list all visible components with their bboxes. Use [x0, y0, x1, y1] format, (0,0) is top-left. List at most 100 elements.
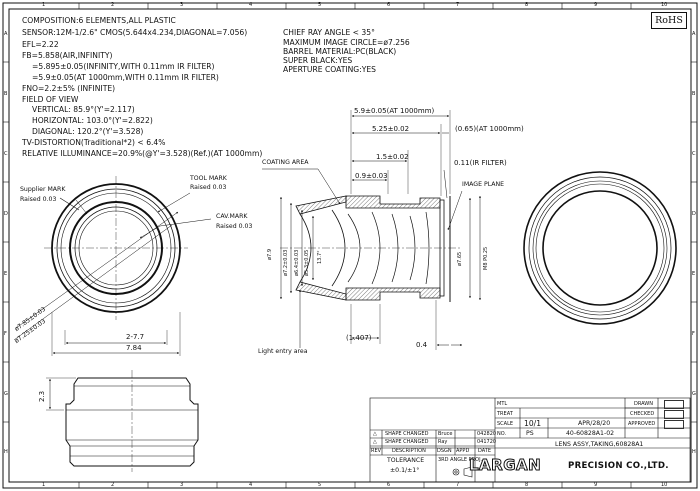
- section-view: [262, 110, 481, 350]
- thread-spec: M8 P0.25: [483, 246, 489, 270]
- rear-view: [523, 171, 677, 325]
- grid-col-9-bottom: 9: [594, 482, 598, 488]
- no-label: NO.: [497, 431, 507, 437]
- treat-label: TREAT: [497, 411, 513, 417]
- grid-row-f-right: F: [692, 331, 695, 337]
- spec-composition: COMPOSITION:6 ELEMENTS,ALL PLASTIC: [22, 16, 176, 25]
- ir-filter-label: 0.11(IR FILTER): [454, 159, 507, 167]
- dia-7-65: ø7.65: [457, 251, 463, 266]
- inner-frame: [8, 8, 692, 483]
- scale-label: SCALE: [497, 421, 514, 427]
- dim-1-407: (1.407): [346, 334, 372, 342]
- mtl-label: MTL: [497, 401, 508, 407]
- drawing-title: LENS ASSY,TAKING,60828A1: [555, 441, 644, 448]
- rev-date-2: 041720: [477, 439, 497, 445]
- approved-stamp: [664, 420, 684, 429]
- side-view: [46, 370, 199, 472]
- rev-dsgn-1: Bruce: [438, 431, 453, 437]
- spec-barrel-material: BARREL MATERIAL:PC(BLACK): [283, 47, 397, 56]
- spec-fov-diagonal: DIAGONAL: 120.2°(Y'=3.528): [32, 127, 144, 136]
- barrel-length-dimension: 5.25±0.02: [372, 125, 410, 133]
- supplier-mark-label: Supplier MARK: [20, 186, 66, 193]
- approved-label: APPROVED: [628, 421, 656, 427]
- rev-header-description: DESCRIPTION: [392, 448, 426, 454]
- supplier-mark-raised: Raised 0.03: [20, 196, 57, 203]
- spec-distortion: TV-DISTORTION(Traditional*2) < 6.4%: [22, 138, 166, 147]
- drawn-label: DRAWN: [634, 401, 653, 407]
- grid-col-4: 4: [249, 2, 253, 8]
- grid-col-6-bottom: 6: [387, 482, 391, 488]
- width-outer-dimension: 7.84: [126, 344, 142, 352]
- grid-row-e-right: E: [692, 271, 696, 277]
- grid-col-8: 8: [525, 2, 529, 8]
- spec-fov-vertical: VERTICAL: 85.9°(Y'=2.117): [32, 105, 135, 114]
- rohs-badge: RoHS: [651, 12, 687, 29]
- grid-row-e: E: [4, 271, 8, 277]
- dia-7-2: ø7.2±0.03: [283, 249, 289, 276]
- date-value: APR/28/20: [578, 420, 611, 427]
- rev-dsgn-2: Ray: [438, 439, 448, 445]
- spec-fov-horizontal: HORIZONTAL: 103.0°(Y'=2.822): [32, 116, 153, 125]
- spec-chief-ray: CHIEF RAY ANGLE < 35°: [283, 28, 375, 37]
- spec-efl: EFL=2.22: [22, 40, 59, 49]
- grid-col-1: 1: [42, 2, 46, 8]
- grid-row-b: B: [4, 91, 8, 97]
- grid-row-g: G: [4, 391, 8, 397]
- rev-header-dsgn: DSGN: [437, 448, 452, 454]
- grid-col-3: 3: [180, 2, 184, 8]
- grid-row-h-right: H: [692, 449, 696, 455]
- grid-col-7: 7: [456, 2, 460, 8]
- grid-col-10-bottom: 10: [661, 482, 668, 488]
- spec-image-circle: MAXIMUM IMAGE CIRCLE=ø7.256: [283, 38, 410, 47]
- rev-header-appd: APPD: [456, 448, 470, 454]
- grid-col-1-bottom: 1: [42, 482, 46, 488]
- rev-header-date: DATE: [478, 448, 492, 454]
- dia-5-3: ø5.3±0.05: [304, 249, 310, 276]
- coating-area-label: COATING AREA: [262, 159, 309, 166]
- image-plane-label: IMAGE PLANE: [462, 181, 505, 188]
- spec-fno: FNO=2.2±5% (INFINITE): [22, 84, 116, 93]
- rev-mark-2: △: [373, 439, 377, 445]
- light-entry-label: Light entry area: [258, 348, 308, 355]
- part-number: 40-60828A1-02: [566, 430, 615, 437]
- grid-col-3-bottom: 3: [180, 482, 184, 488]
- grid-col-7-bottom: 7: [456, 482, 460, 488]
- border-ticks: [3, 3, 697, 488]
- grid-col-2: 2: [111, 2, 115, 8]
- back-gap-dimension: (0.65)(AT 1000mm): [455, 125, 524, 133]
- spec-fb-infinity: =5.895±0.05(INFINITY,WITH 0.11mm IR FILT…: [32, 62, 215, 71]
- grid-row-a: A: [4, 31, 8, 37]
- grid-row-c: C: [4, 151, 8, 157]
- height-dimension: 2.3: [38, 390, 46, 402]
- company-logo: LARGAN: [468, 456, 542, 475]
- no-value: PS: [526, 430, 534, 437]
- grid-col-10: 10: [661, 2, 668, 8]
- grid-row-c-right: C: [692, 151, 696, 157]
- spec-super-black: SUPER BLACK:YES: [283, 56, 353, 65]
- grid-row-g-right: G: [692, 391, 696, 397]
- angle-13-7: 13.7°: [317, 250, 323, 264]
- spec-fov: FIELD OF VIEW: [22, 95, 79, 104]
- grid-col-8-bottom: 8: [525, 482, 529, 488]
- grid-col-9: 9: [594, 2, 598, 8]
- grid-row-b-right: B: [692, 91, 696, 97]
- rev-desc-2: SHAPE CHANGED: [385, 439, 429, 445]
- tool-mark-label: TOOL MARK: [190, 175, 227, 182]
- spec-aperture-coating: APERTURE COATING:YES: [283, 65, 376, 74]
- grid-row-f: F: [4, 331, 7, 337]
- spec-fb-1000: =5.9±0.05(AT 1000mm,WITH 0.11mm IR FILTE…: [32, 73, 219, 82]
- dia-6-4: ø6.4±0.03: [294, 249, 300, 276]
- grid-col-5: 5: [318, 2, 322, 8]
- front-view: [13, 176, 212, 356]
- grid-row-d: D: [4, 211, 8, 217]
- dim-1-5: 1.5±0.02: [376, 153, 409, 161]
- spec-sensor: SENSOR:12M-1/2.6" CMOS(5.644x4.234,DIAGO…: [22, 28, 248, 37]
- grid-row-h: H: [4, 449, 8, 455]
- company-suffix: PRECISION CO.,LTD.: [568, 461, 669, 471]
- checked-stamp: [664, 410, 684, 419]
- tool-mark-raised: Raised 0.03: [190, 184, 227, 191]
- dim-0-4: 0.4: [416, 341, 428, 349]
- checked-label: CHECKED: [630, 411, 655, 417]
- grid-row-d-right: D: [692, 211, 696, 217]
